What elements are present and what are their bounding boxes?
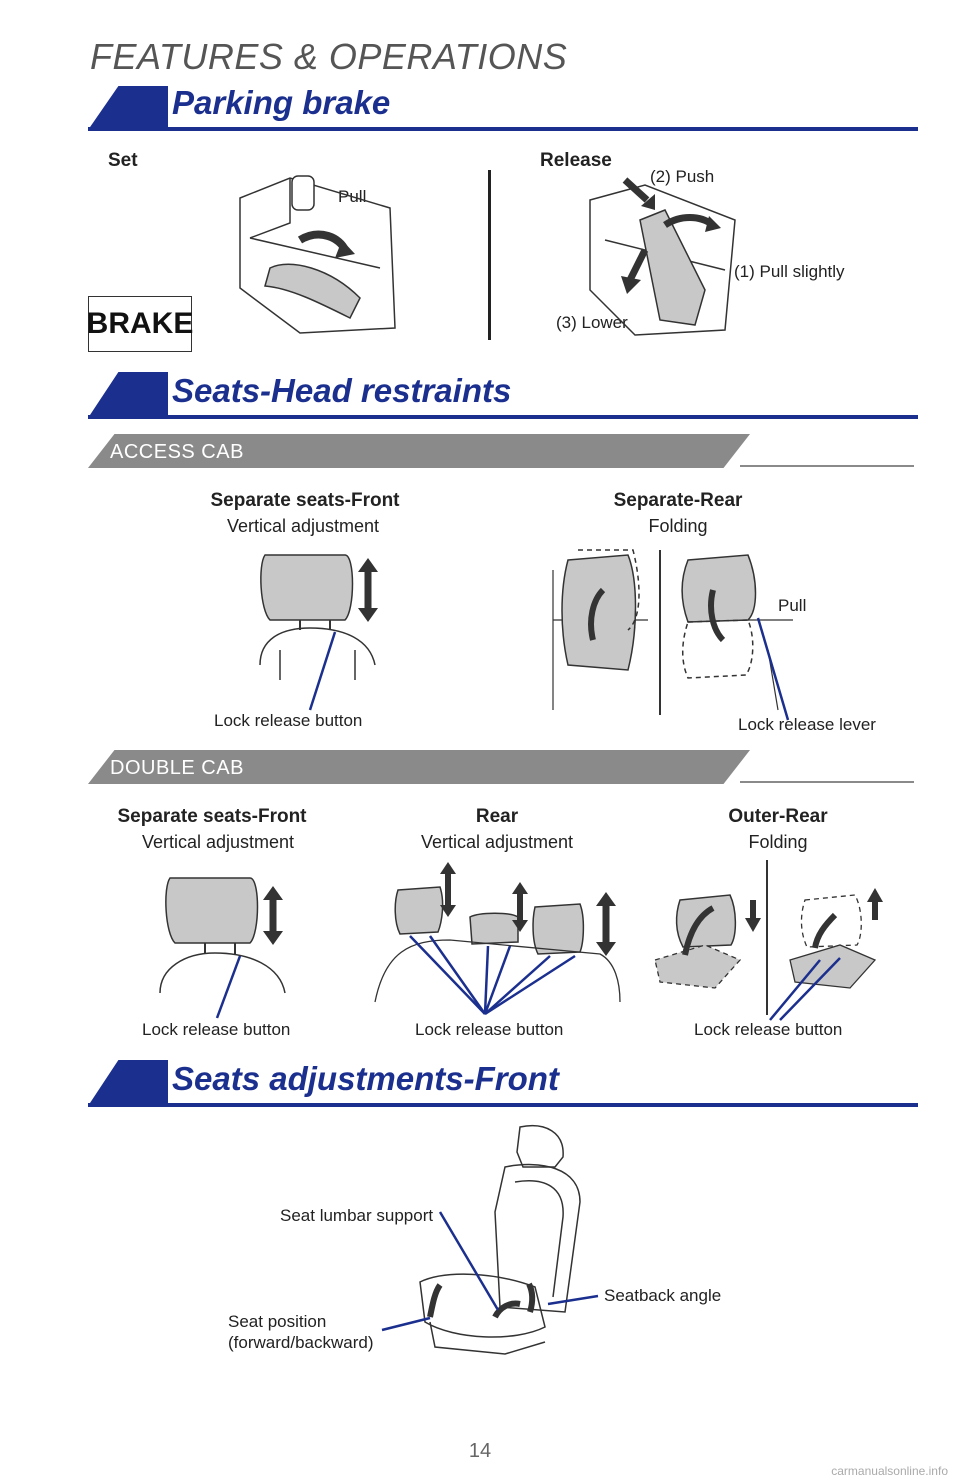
double-rear-lock-button-label: Lock release button (415, 1020, 564, 1039)
double-rear-title: Rear (475, 806, 519, 827)
section-title-seat-adjustments: Seats adjustments-Front (172, 1060, 559, 1097)
access-rear-fold-illustration (552, 549, 793, 721)
push-label: (2) Push (650, 167, 715, 186)
parking-brake-divider (488, 170, 491, 340)
double-outer-fold-illustration (654, 860, 883, 1021)
parking-brake-set-illustration (239, 175, 396, 334)
seatback-angle-label: Seatback angle (604, 1286, 722, 1305)
double-outer-subtitle: Folding (748, 832, 808, 852)
double-front-subtitle: Vertical adjustment (141, 832, 295, 852)
access-rear-subtitle: Folding (648, 516, 708, 536)
section-rule-parking-brake (88, 127, 918, 131)
access-cab-rule (740, 465, 914, 467)
double-outer-lock-button-label: Lock release button (694, 1020, 843, 1039)
double-outer-title: Outer-Rear (728, 806, 828, 827)
access-rear-title: Separate-Rear (613, 490, 743, 511)
double-front-title: Separate seats-Front (117, 806, 307, 827)
front-seat-illustration (419, 1125, 581, 1355)
brake-indicator: BRAKE (87, 296, 193, 352)
double-cab-band (88, 750, 750, 784)
access-cab-band (88, 434, 750, 468)
double-cab-rule (740, 781, 914, 783)
access-front-lock-button-label: Lock release button (214, 711, 363, 730)
access-rear-pull-label: Pull (778, 596, 807, 615)
pull-slightly-label: (1) Pull slightly (734, 262, 845, 281)
page-header-title: FEATURES & OPERATIONS (90, 36, 568, 77)
watermark: carmanualsonline.info (831, 1464, 948, 1478)
double-cab-label: DOUBLE CAB (110, 757, 244, 779)
seat-position-label-line2: (forward/backward) (228, 1333, 374, 1352)
access-cab-label: ACCESS CAB (110, 441, 244, 463)
release-label: Release (540, 150, 612, 171)
section-rule-head-restraints (88, 415, 918, 419)
double-rear-subtitle: Vertical adjustment (420, 832, 574, 852)
access-rear-lock-lever-label: Lock release lever (738, 715, 876, 734)
page-number: 14 (468, 1440, 492, 1462)
double-rear-headrests-illustration (374, 862, 621, 1016)
section-title-parking-brake: Parking brake (172, 84, 391, 121)
lower-label: (3) Lower (556, 313, 628, 332)
section-title-head-restraints: Seats-Head restraints (172, 372, 512, 409)
set-label: Set (108, 150, 138, 171)
double-front-lock-button-label: Lock release button (142, 1020, 291, 1039)
access-front-headrest-illustration (259, 554, 378, 711)
seat-position-label-line1: Seat position (228, 1312, 327, 1331)
access-front-subtitle: Vertical adjustment (226, 516, 380, 536)
double-front-headrest-illustration (159, 877, 286, 1019)
section-rule-seat-adjustments (88, 1103, 918, 1107)
access-front-title: Separate seats-Front (210, 490, 400, 511)
parking-brake-release-illustration (589, 177, 736, 336)
seat-lumbar-label: Seat lumbar support (280, 1206, 434, 1225)
